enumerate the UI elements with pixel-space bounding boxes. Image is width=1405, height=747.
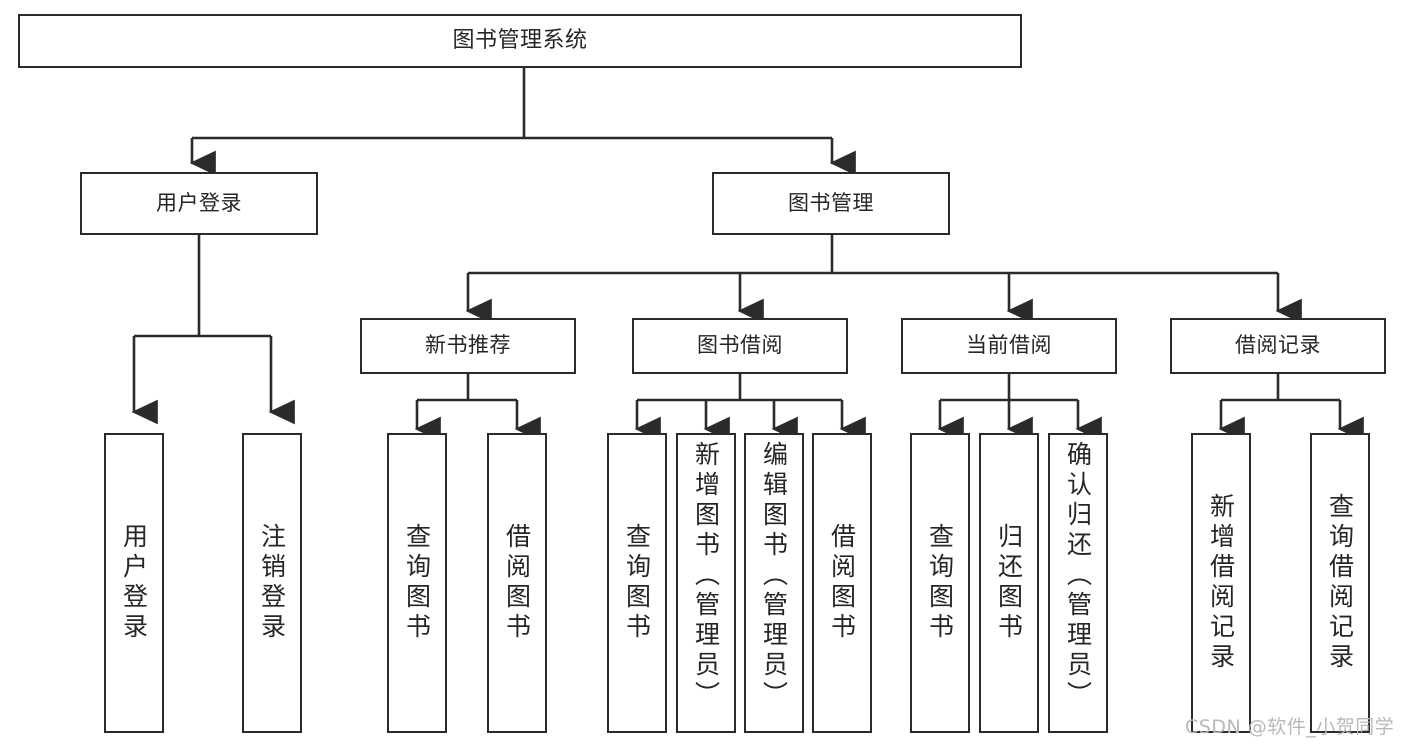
- node-book-borrow-label: 图书借阅: [697, 333, 783, 358]
- node-root[interactable]: 图书管理系统: [18, 14, 1022, 68]
- leaf-add-book-admin-label: 新增图书（管理员）: [691, 441, 721, 711]
- leaf-query-book-recommend[interactable]: 查询图书: [387, 433, 447, 733]
- leaf-query-borrow-record-label: 查询借阅记录: [1325, 493, 1355, 673]
- leaf-query-book-recommend-label: 查询图书: [402, 523, 432, 643]
- leaf-add-borrow-record-label: 新增借阅记录: [1206, 493, 1236, 673]
- leaf-borrow-book-borrow-label: 借阅图书: [827, 523, 857, 643]
- node-root-label: 图书管理系统: [452, 27, 588, 53]
- leaf-edit-book-admin[interactable]: 编辑图书（管理员）: [744, 433, 804, 733]
- node-book-management[interactable]: 图书管理: [712, 172, 950, 235]
- node-new-book-recommend-label: 新书推荐: [425, 333, 511, 358]
- leaf-edit-book-admin-label: 编辑图书（管理员）: [759, 441, 789, 711]
- leaf-query-book-borrow[interactable]: 查询图书: [607, 433, 667, 733]
- leaf-confirm-return-admin-label: 确认归还（管理员）: [1063, 441, 1093, 711]
- leaf-query-book-borrow-label: 查询图书: [622, 523, 652, 643]
- leaf-add-book-admin[interactable]: 新增图书（管理员）: [676, 433, 736, 733]
- watermark: CSDN @软件_小贺同学: [1185, 716, 1395, 738]
- node-current-borrow[interactable]: 当前借阅: [901, 318, 1117, 374]
- leaf-confirm-return-admin[interactable]: 确认归还（管理员）: [1048, 433, 1108, 733]
- node-book-borrow[interactable]: 图书借阅: [632, 318, 848, 374]
- node-current-borrow-label: 当前借阅: [966, 333, 1052, 358]
- node-new-book-recommend[interactable]: 新书推荐: [360, 318, 576, 374]
- node-book-management-label: 图书管理: [788, 190, 874, 215]
- leaf-logout[interactable]: 注销登录: [242, 433, 302, 733]
- node-borrow-record[interactable]: 借阅记录: [1170, 318, 1386, 374]
- leaf-query-borrow-record[interactable]: 查询借阅记录: [1310, 433, 1370, 733]
- leaf-borrow-book-recommend-label: 借阅图书: [502, 523, 532, 643]
- leaf-user-login[interactable]: 用户登录: [104, 433, 164, 733]
- leaf-query-book-current-label: 查询图书: [925, 523, 955, 643]
- leaf-add-borrow-record[interactable]: 新增借阅记录: [1191, 433, 1251, 733]
- leaf-logout-label: 注销登录: [257, 523, 287, 643]
- node-user-login[interactable]: 用户登录: [80, 172, 318, 235]
- node-borrow-record-label: 借阅记录: [1235, 333, 1321, 358]
- leaf-borrow-book-recommend[interactable]: 借阅图书: [487, 433, 547, 733]
- leaf-return-book[interactable]: 归还图书: [979, 433, 1039, 733]
- node-user-login-label: 用户登录: [156, 190, 242, 215]
- leaf-user-login-label: 用户登录: [119, 523, 149, 643]
- leaf-query-book-current[interactable]: 查询图书: [910, 433, 970, 733]
- leaf-borrow-book-borrow[interactable]: 借阅图书: [812, 433, 872, 733]
- leaf-return-book-label: 归还图书: [994, 523, 1024, 643]
